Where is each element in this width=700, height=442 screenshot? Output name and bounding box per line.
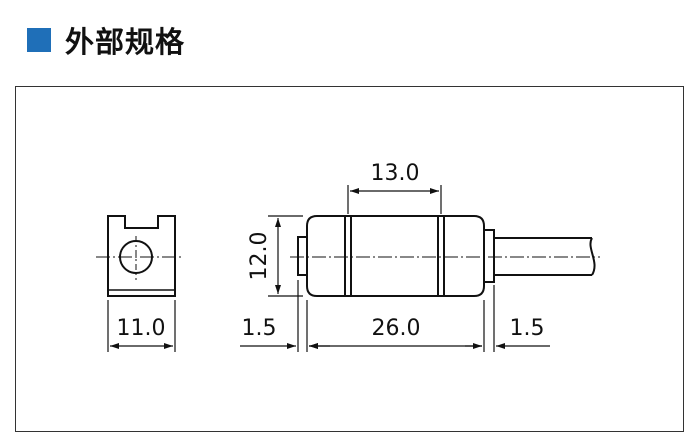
right-band xyxy=(437,215,445,297)
side-width-dimension xyxy=(107,300,176,352)
height-dimension xyxy=(268,215,303,297)
left-band xyxy=(344,215,352,297)
dim-right-offset: 1.5 xyxy=(510,316,545,341)
dim-side-width: 11.0 xyxy=(117,316,166,341)
right-cap xyxy=(483,229,495,283)
dim-left-offset: 1.5 xyxy=(242,316,277,341)
section-title: 外部规格 xyxy=(65,25,186,59)
cable xyxy=(494,237,596,276)
dim-body-length: 26.0 xyxy=(372,316,421,341)
top-length-dimension xyxy=(347,185,442,214)
section-header: 外部规格 xyxy=(27,20,185,60)
section-marker-icon xyxy=(27,28,51,52)
body-outline xyxy=(306,215,485,297)
dim-top-length: 13.0 xyxy=(371,161,420,186)
drawing-frame xyxy=(15,86,684,432)
side-view xyxy=(96,215,184,297)
left-lip xyxy=(297,236,308,276)
dim-height: 12.0 xyxy=(247,232,272,281)
side-view-outline xyxy=(107,215,176,297)
bottom-dimensions xyxy=(240,280,550,352)
sensor-body xyxy=(306,215,485,297)
